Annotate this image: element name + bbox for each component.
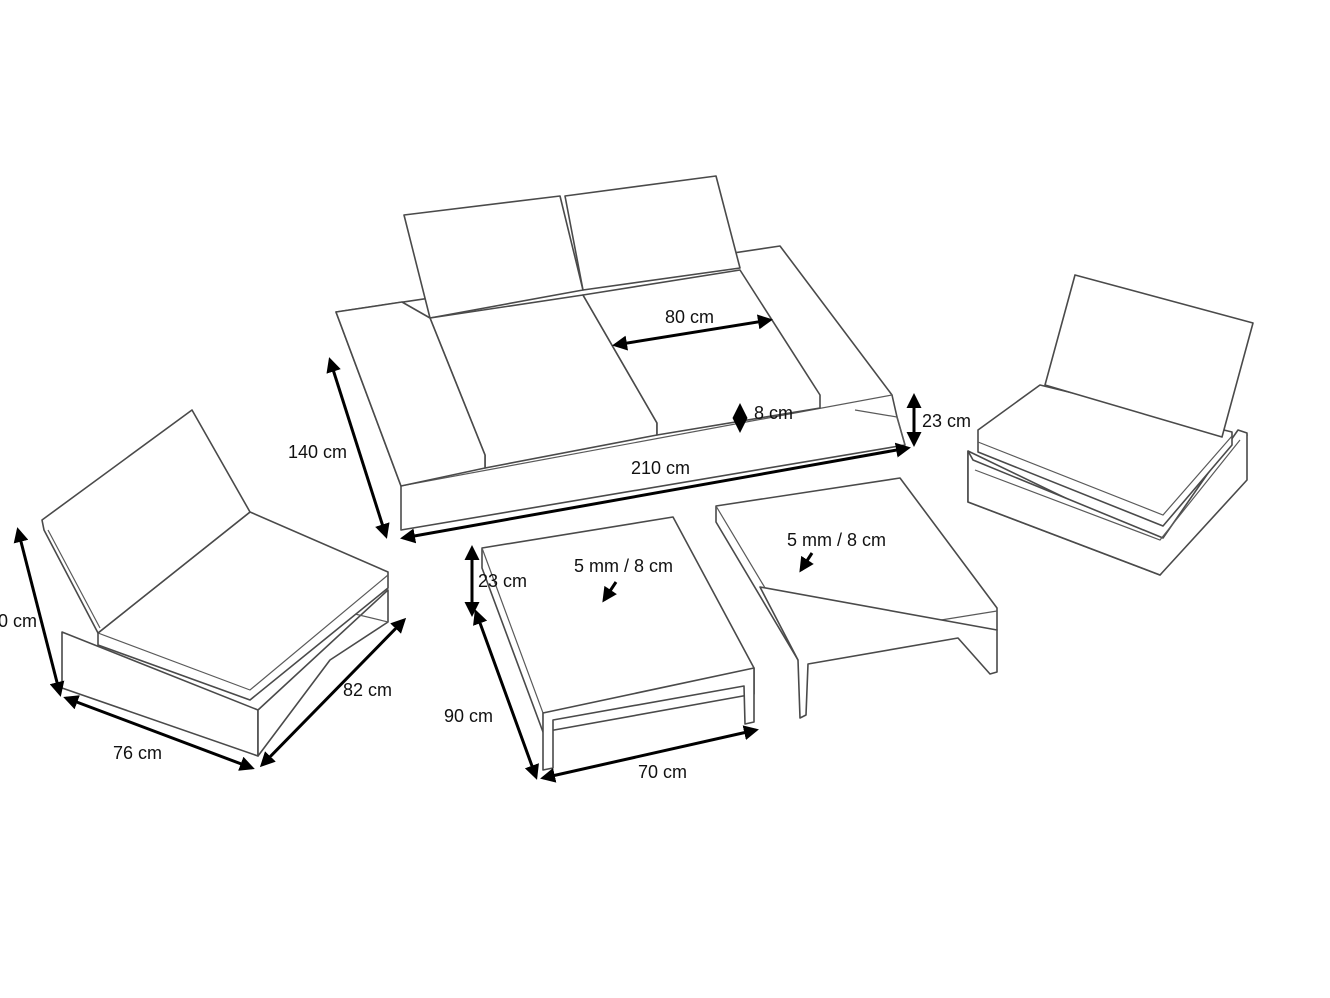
right-chair-frame [967, 429, 1248, 576]
dim-table-width [540, 725, 759, 783]
dim-sofa-seat-width [612, 314, 773, 351]
label-left-chair-width: 76 cm [113, 743, 162, 763]
dim-sofa-width [400, 442, 911, 544]
sofa [335, 175, 906, 531]
dim-left-chair-width [63, 695, 255, 771]
coffee-table-2-legs [759, 586, 998, 719]
dim-left-chair-height [13, 527, 65, 697]
label-sofa-depth: 140 cm [288, 442, 347, 462]
label-sofa-height: 23 cm [922, 411, 971, 431]
label-table-top-thickness-1: 5 mm / 8 cm [574, 556, 673, 576]
coffee-table-1-dimensions: 23 cm 5 mm / 8 cm 90 cm 70 cm [444, 545, 759, 783]
dim-sofa-depth [326, 357, 390, 539]
right-chair [967, 274, 1254, 576]
label-table-width: 70 cm [638, 762, 687, 782]
label-left-chair-height: 90 cm [0, 611, 37, 631]
dim-left-chair-depth [259, 617, 407, 768]
label-left-chair-depth: 82 cm [343, 680, 392, 700]
sofa-back-cushion-right [564, 175, 741, 291]
arrow-table-top-thickness-1 [602, 581, 618, 603]
coffee-table-2-dimensions: 5 mm / 8 cm [787, 530, 886, 573]
label-table-depth: 90 cm [444, 706, 493, 726]
label-table-top-thickness-2: 5 mm / 8 cm [787, 530, 886, 550]
sofa-seat-cushion-right [582, 269, 821, 436]
label-sofa-seat-width: 80 cm [665, 307, 714, 327]
label-table-height: 23 cm [478, 571, 527, 591]
dim-table-depth [473, 609, 539, 780]
label-sofa-width: 210 cm [631, 458, 690, 478]
arrow-table-top-thickness-2 [799, 552, 814, 573]
left-chair-dimensions: 90 cm 76 cm 82 cm [0, 527, 407, 771]
label-sofa-cushion-height: 8 cm [754, 403, 793, 423]
sofa-dimensions: 80 cm 8 cm 140 cm 210 cm 23 cm [288, 307, 971, 544]
coffee-table-2 [715, 477, 998, 719]
coffee-table-1 [481, 516, 755, 771]
right-chair-back-cushion [1044, 274, 1254, 438]
